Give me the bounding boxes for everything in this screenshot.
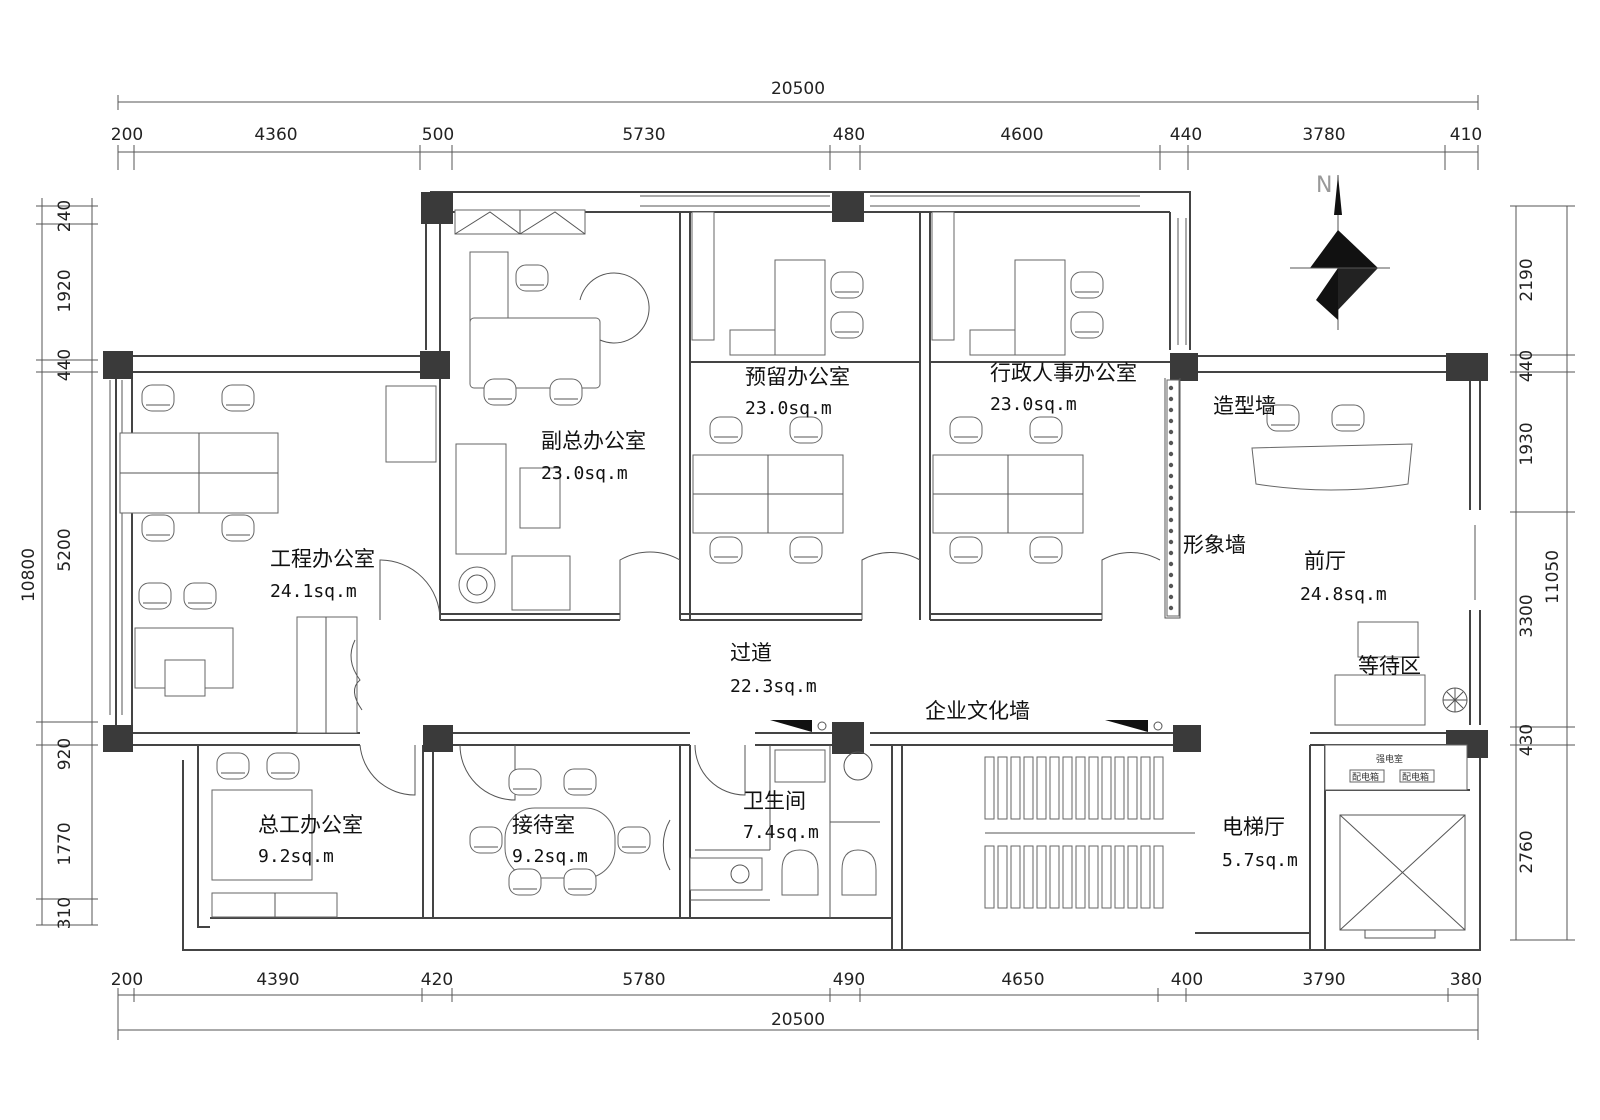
- bottom-dim-3: 420: [421, 970, 453, 990]
- top-dim-6: 4600: [1000, 125, 1043, 145]
- bottom-total-dimension: 20500: [771, 1010, 825, 1030]
- waiting-area-label: 等待区: [1358, 654, 1421, 678]
- right-dimensions: 11050 2190 440 1930 3300 430 2760: [1510, 205, 1575, 941]
- right-dim-5: 430: [1517, 724, 1537, 756]
- room-name-guodao: 过道: [730, 641, 772, 665]
- staircase: [984, 756, 1195, 909]
- right-dim-2: 440: [1517, 350, 1537, 382]
- furniture: [119, 209, 1468, 918]
- room-area-jiedai: 9.2sq.m: [512, 846, 588, 867]
- top-total-dimension: 20500: [771, 79, 825, 99]
- distribution-box-label-1: 配电箱: [1352, 771, 1379, 783]
- left-dim-7: 310: [55, 897, 75, 929]
- bottom-dim-6: 4650: [1001, 970, 1044, 990]
- plant-decoration: [350, 639, 1468, 713]
- wall-lights: [770, 720, 1163, 732]
- bottom-dimensions: 20500 200 4390 420 5780 490 4650 400 379…: [111, 970, 1482, 1040]
- room-labels: 副总办公室 23.0sq.m 预留办公室 23.0sq.m 行政人事办公室 23…: [258, 361, 1429, 871]
- right-dim-6: 2760: [1517, 830, 1537, 873]
- top-dim-4: 5730: [622, 125, 665, 145]
- top-dimensions: 20500 200 4360 500 5730 480 4600 440 378…: [111, 79, 1482, 170]
- image-wall-pattern: [1166, 379, 1180, 617]
- room-area-fuzong: 23.0sq.m: [541, 463, 628, 484]
- room-name-xingzheng: 行政人事办公室: [990, 361, 1137, 385]
- room-area-qianting: 24.8sq.m: [1300, 584, 1387, 605]
- left-dim-5: 920: [55, 738, 75, 770]
- left-dimensions: 10800 240 1920 440 5200 920 1770 310: [19, 198, 98, 929]
- room-area-gongcheng: 24.1sq.m: [270, 581, 357, 602]
- electrical-room-label: 强电室: [1376, 753, 1403, 765]
- top-dim-8: 3780: [1302, 125, 1345, 145]
- bottom-dim-8: 3790: [1302, 970, 1345, 990]
- room-name-dianti: 电梯厅: [1222, 815, 1285, 839]
- room-area-yuliu: 23.0sq.m: [745, 398, 832, 419]
- left-dim-4: 5200: [55, 528, 75, 571]
- room-area-guodao: 22.3sq.m: [730, 676, 817, 697]
- left-dim-2: 1920: [55, 269, 75, 312]
- top-dim-9: 410: [1450, 125, 1482, 145]
- feature-wall-label: 造型墙: [1213, 394, 1276, 418]
- chairs: [138, 264, 1365, 896]
- north-arrow-icon: N: [1290, 173, 1390, 330]
- right-total-dimension: 11050: [1543, 550, 1563, 604]
- room-name-zonggong: 总工办公室: [258, 813, 363, 837]
- bottom-dim-9: 380: [1450, 970, 1482, 990]
- room-name-jiedai: 接待室: [512, 813, 575, 837]
- elevator: [1339, 814, 1466, 939]
- bottom-dim-2: 4390: [256, 970, 299, 990]
- room-area-zonggong: 9.2sq.m: [258, 846, 334, 867]
- room-name-yuliu: 预留办公室: [745, 365, 850, 389]
- doors: [359, 551, 1161, 871]
- bottom-dim-7: 400: [1171, 970, 1203, 990]
- left-total-dimension: 10800: [19, 548, 39, 602]
- structural-columns: [103, 192, 1488, 758]
- right-dim-4: 3300: [1517, 594, 1537, 637]
- top-dim-3: 500: [422, 125, 454, 145]
- room-name-fuzong: 副总办公室: [541, 429, 646, 453]
- room-name-weisheng: 卫生间: [743, 789, 806, 813]
- top-dim-2: 4360: [254, 125, 297, 145]
- left-dim-6: 1770: [55, 822, 75, 865]
- bottom-dim-5: 490: [833, 970, 865, 990]
- right-dim-1: 2190: [1517, 258, 1537, 301]
- north-label: N: [1316, 173, 1332, 198]
- right-dim-3: 1930: [1517, 422, 1537, 465]
- culture-wall-label: 企业文化墙: [925, 699, 1030, 723]
- top-dim-5: 480: [833, 125, 865, 145]
- room-area-xingzheng: 23.0sq.m: [990, 394, 1077, 415]
- left-dim-3: 440: [55, 349, 75, 381]
- room-area-dianti: 5.7sq.m: [1222, 850, 1298, 871]
- left-dim-1: 240: [55, 200, 75, 232]
- top-dim-7: 440: [1170, 125, 1202, 145]
- bottom-dim-1: 200: [111, 970, 143, 990]
- bottom-dim-4: 5780: [622, 970, 665, 990]
- distribution-box-label-2: 配电箱: [1402, 771, 1429, 783]
- room-name-gongcheng: 工程办公室: [270, 547, 375, 571]
- image-wall-label: 形象墙: [1183, 533, 1246, 557]
- top-dim-1: 200: [111, 125, 143, 145]
- room-name-qianting: 前厅: [1304, 549, 1346, 573]
- room-area-weisheng: 7.4sq.m: [743, 822, 819, 843]
